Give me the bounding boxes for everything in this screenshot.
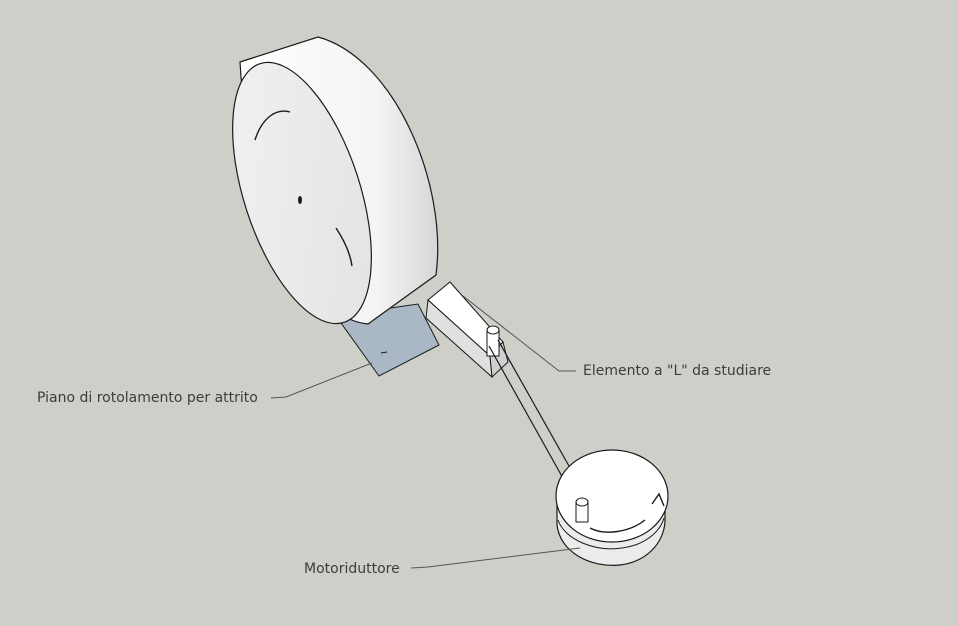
leader-motor — [410, 547, 581, 569]
leader-plane — [270, 362, 373, 399]
label-gear-motor: Motoriduttore — [304, 561, 400, 577]
label-rolling-plane: Piano di rotolamento per attrito — [37, 390, 258, 406]
friction-wheel — [232, 36, 439, 325]
l-element — [425, 281, 509, 379]
label-l-element: Elemento a "L" da studiare — [583, 363, 772, 379]
gear-motor — [555, 449, 669, 566]
leader-l-element — [462, 295, 576, 372]
rolling-plane-mark — [380, 351, 388, 354]
